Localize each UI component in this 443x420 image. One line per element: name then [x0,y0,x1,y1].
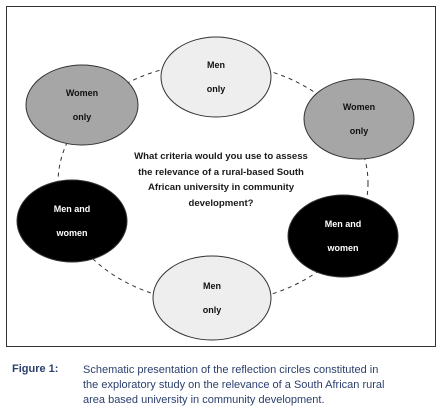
caption-label: Figure 1: [12,363,59,375]
question-line: What criteria would you use to assess [134,151,308,162]
caption-line: Schematic presentation of the reflection… [83,364,379,376]
circle-lower-right: Men and women [287,194,399,278]
circle-label: only [73,112,92,122]
circle-bottom: Men only [152,255,272,341]
circle-label: Women [66,88,98,98]
circle-label: Men and [54,204,91,214]
circle-label: women [55,228,87,238]
caption-text: Schematic presentation of the reflection… [83,363,435,408]
circle-shape [160,36,272,118]
circle-label: women [326,243,358,253]
circle-upper-left: Women only [25,64,139,146]
question-line: African university in community [147,182,295,193]
question-line: development? [188,197,254,209]
circle-label: only [203,305,222,315]
circle-label: only [207,84,226,94]
question-line: the relevance of a rural-based South [138,166,304,178]
caption-line: area based university in community devel… [83,394,325,406]
circle-label: Men [207,60,225,70]
circle-label: only [350,126,369,136]
circle-upper-right: Women only [303,78,415,160]
circle-shape [303,78,415,160]
figure-frame [6,6,436,347]
circle-label: Men [203,281,221,291]
circle-lower-left: Men and women [16,179,128,263]
circle-label: Men and [325,219,362,229]
circle-top: Men only [160,36,272,118]
circle-label: Women [343,102,375,112]
central-question: What criteria would you use to assess th… [124,149,318,211]
circle-shape [152,255,272,341]
caption-line: the exploratory study on the relevance o… [83,379,385,391]
circle-shape [25,64,139,146]
circle-shape [16,179,128,263]
circle-shape [287,194,399,278]
